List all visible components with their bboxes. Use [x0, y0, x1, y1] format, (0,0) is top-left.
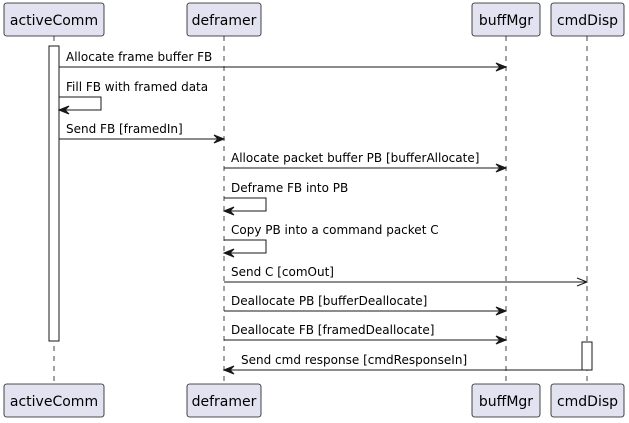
activation-bar-activeComm	[48, 45, 60, 342]
participant-label: deframer	[192, 13, 257, 29]
message-2: Send FB [framedIn]	[59, 122, 226, 144]
participant-label: buffMgr	[479, 394, 533, 410]
participant-label: cmdDisp	[557, 394, 618, 410]
participant-cmdDisp-top: cmdDisp	[550, 2, 625, 37]
messages: Allocate frame buffer FB Fill FB with fra…	[57, 50, 589, 375]
participant-box	[471, 2, 541, 37]
participant-cmdDisp-bottom: cmdDisp	[550, 383, 625, 418]
arrow-head	[213, 134, 226, 144]
participant-label: buffMgr	[479, 13, 533, 29]
message-0: Allocate frame buffer FB	[59, 50, 508, 72]
participant-activeComm-top: activeComm	[3, 2, 105, 37]
participant-buffMgr-top: buffMgr	[471, 2, 541, 37]
activation-bar-cmdDisp	[581, 341, 593, 371]
arrow-head	[576, 277, 589, 287]
message-label: Fill FB with framed data	[66, 80, 208, 94]
message-3: Allocate packet buffer PB [bufferAllocat…	[224, 151, 508, 173]
message-label: Deallocate FB [framedDeallocate]	[231, 323, 434, 337]
message-8: Deallocate FB [framedDeallocate]	[224, 323, 508, 345]
message-label: Send FB [framedIn]	[66, 122, 183, 136]
arrow-head	[495, 62, 508, 72]
participant-box	[550, 2, 625, 37]
message-label: Send cmd response [cmdResponseIn]	[241, 353, 467, 367]
arrow-head	[495, 335, 508, 345]
participant-activeComm-bottom: activeComm	[3, 383, 105, 418]
message-1: Fill FB with framed data	[57, 80, 208, 115]
message-label: Deallocate PB [bufferDeallocate]	[231, 294, 427, 308]
participants-top: activeComm deframer buffMgr cmdDisp	[3, 2, 625, 37]
participant-box	[3, 383, 105, 418]
arrow-head	[495, 306, 508, 316]
arrow-head	[222, 248, 235, 258]
participant-box	[550, 383, 625, 418]
message-6: Send C [comOut]	[224, 265, 589, 287]
participants-bottom: activeComm deframer buffMgr cmdDisp	[3, 383, 625, 418]
participant-box	[186, 383, 262, 418]
message-label: Copy PB into a command packet C	[231, 223, 439, 237]
message-line	[59, 96, 102, 111]
message-label: Allocate packet buffer PB [bufferAllocat…	[231, 151, 479, 165]
message-line	[224, 239, 267, 254]
participant-label: deframer	[192, 394, 257, 410]
participant-label: activeComm	[10, 394, 98, 410]
arrow-head	[222, 206, 235, 216]
arrow-head	[222, 365, 235, 375]
participant-label: cmdDisp	[557, 13, 618, 29]
message-label: Deframe FB into PB	[231, 181, 348, 195]
message-9: Send cmd response [cmdResponseIn]	[222, 353, 582, 375]
message-5: Copy PB into a command packet C	[222, 223, 439, 258]
arrow-head	[57, 105, 70, 115]
participant-box	[186, 2, 262, 37]
message-label: Send C [comOut]	[231, 265, 334, 279]
participant-deframer-bottom: deframer	[186, 383, 262, 418]
participant-deframer-top: deframer	[186, 2, 262, 37]
activation-bars	[48, 45, 593, 371]
participant-buffMgr-bottom: buffMgr	[471, 383, 541, 418]
arrow-head	[495, 163, 508, 173]
message-4: Deframe FB into PB	[222, 181, 348, 216]
participant-box	[471, 383, 541, 418]
message-line	[224, 197, 267, 212]
message-7: Deallocate PB [bufferDeallocate]	[224, 294, 508, 316]
message-label: Allocate frame buffer FB	[66, 50, 212, 64]
participant-box	[3, 2, 105, 37]
participant-label: activeComm	[10, 13, 98, 29]
